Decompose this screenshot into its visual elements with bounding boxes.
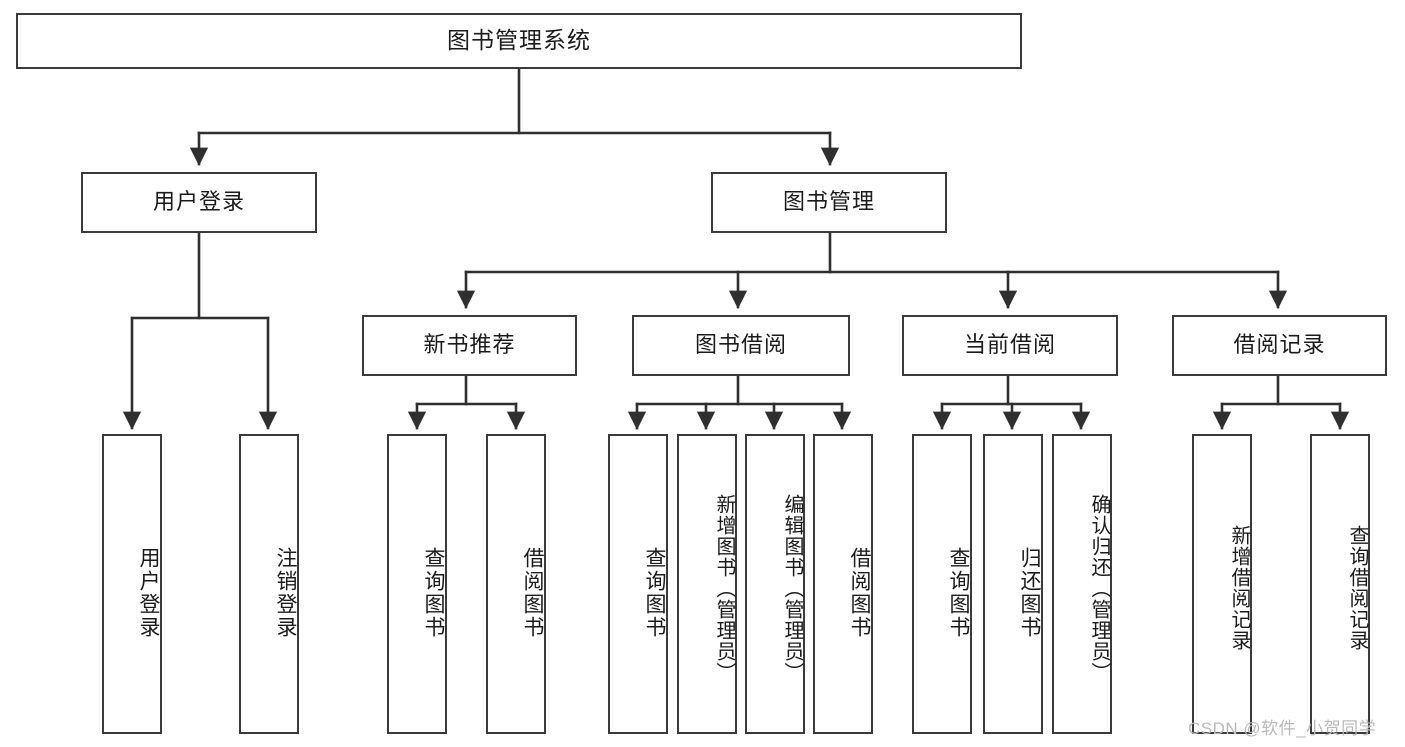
csdn-watermark: CSDN @软件_小贺同学 <box>1188 719 1377 738</box>
node-borrow-record-label: 借阅记录 <box>1233 332 1326 358</box>
leaf-query-book-1-label: 查询图书 <box>422 547 445 639</box>
leaf-user-login[interactable]: 用户登录 <box>102 434 162 734</box>
leaf-query-book-2-label: 查询图书 <box>643 547 666 639</box>
node-new-book-recommend[interactable]: 新书推荐 <box>362 315 577 376</box>
node-book-manage[interactable]: 图书管理 <box>711 172 947 233</box>
leaf-add-book[interactable]: 新增图书（管理员） <box>677 434 737 734</box>
leaf-query-record[interactable]: 查询借阅记录 <box>1310 434 1370 734</box>
leaf-borrow-book-1-label: 借阅图书 <box>521 547 544 639</box>
leaf-add-book-label: 新增图书（管理员） <box>713 493 735 683</box>
leaf-edit-book-label: 编辑图书（管理员） <box>781 493 803 683</box>
node-root-label: 图书管理系统 <box>447 27 591 54</box>
leaf-confirm-return[interactable]: 确认归还（管理员） <box>1052 434 1112 734</box>
leaf-borrow-book-1[interactable]: 借阅图书 <box>486 434 546 734</box>
leaf-user-logout-label: 注销登录 <box>274 547 297 639</box>
leaf-user-login-label: 用户登录 <box>137 547 160 639</box>
leaf-query-record-label: 查询借阅记录 <box>1346 525 1368 651</box>
node-book-manage-label: 图书管理 <box>782 189 875 215</box>
leaf-borrow-book-2[interactable]: 借阅图书 <box>813 434 873 734</box>
node-new-book-recommend-label: 新书推荐 <box>423 332 516 358</box>
leaf-query-book-3[interactable]: 查询图书 <box>912 434 972 734</box>
node-borrow-record[interactable]: 借阅记录 <box>1172 315 1387 376</box>
leaf-add-record-label: 新增借阅记录 <box>1228 525 1250 651</box>
leaf-user-logout[interactable]: 注销登录 <box>239 434 299 734</box>
node-user-login[interactable]: 用户登录 <box>81 172 317 233</box>
leaf-edit-book[interactable]: 编辑图书（管理员） <box>745 434 805 734</box>
leaf-add-record[interactable]: 新增借阅记录 <box>1192 434 1252 734</box>
node-current-borrow-label: 当前借阅 <box>963 332 1056 358</box>
node-book-borrow-label: 图书借阅 <box>694 332 787 358</box>
leaf-borrow-book-2-label: 借阅图书 <box>848 547 871 639</box>
node-book-borrow[interactable]: 图书借阅 <box>632 315 850 376</box>
node-root[interactable]: 图书管理系统 <box>16 13 1022 69</box>
leaf-return-book[interactable]: 归还图书 <box>983 434 1043 734</box>
leaf-query-book-1[interactable]: 查询图书 <box>387 434 447 734</box>
leaf-confirm-return-label: 确认归还（管理员） <box>1088 493 1110 683</box>
node-user-login-label: 用户登录 <box>152 189 245 215</box>
leaf-return-book-label: 归还图书 <box>1018 547 1041 639</box>
leaf-query-book-3-label: 查询图书 <box>947 547 970 639</box>
leaf-query-book-2[interactable]: 查询图书 <box>608 434 668 734</box>
node-current-borrow[interactable]: 当前借阅 <box>902 315 1118 376</box>
